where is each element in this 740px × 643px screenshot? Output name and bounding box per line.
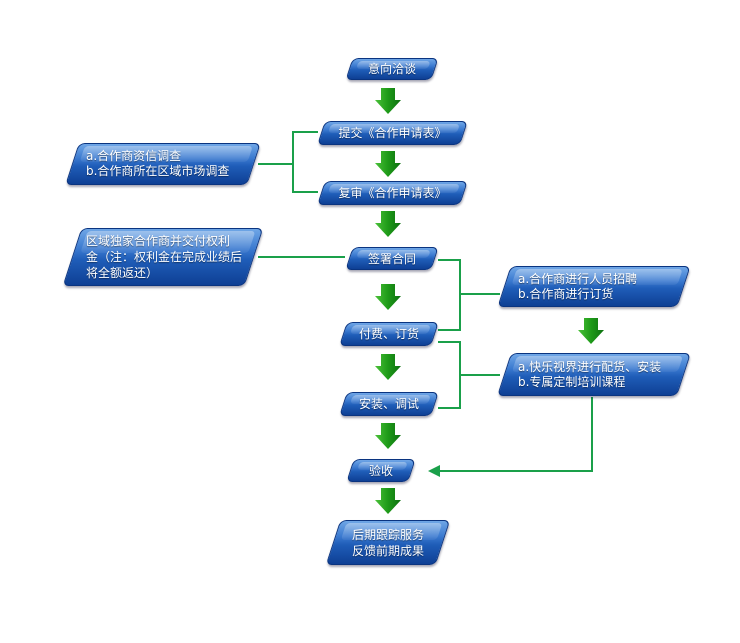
down-arrow	[375, 423, 401, 449]
note-exclusive-fee: 区域独家合作商并交付权利 金（注：权利金在完成业绩后 将全额返还）	[62, 228, 264, 286]
note-company-actions: a.快乐视界进行配货、安装 b.专属定制培训课程	[497, 353, 691, 396]
step-pay-order: 付费、订货	[339, 322, 439, 346]
down-arrow	[375, 88, 401, 114]
step-followup: 后期跟踪服务 反馈前期成果	[325, 520, 451, 565]
step-install-debug: 安装、调试	[339, 392, 439, 416]
step-intent: 意向洽谈	[345, 58, 439, 80]
step-submit-application: 提交《合作申请表》	[317, 121, 468, 145]
down-arrow	[578, 318, 604, 344]
connector-company-actions	[438, 341, 500, 409]
down-arrow	[375, 488, 401, 514]
step-acceptance: 验收	[346, 459, 416, 482]
step-sign-contract: 签署合同	[345, 247, 439, 270]
down-arrow	[375, 211, 401, 237]
connector-feedback	[436, 397, 593, 472]
feedback-arrowhead	[428, 465, 440, 477]
down-arrow	[375, 354, 401, 380]
connector-partner-actions	[438, 259, 500, 331]
connector-investigation	[258, 131, 318, 193]
step-review-application: 复审《合作申请表》	[317, 181, 468, 205]
down-arrow	[375, 151, 401, 177]
down-arrow	[375, 284, 401, 310]
note-partner-actions: a.合作商进行人员招聘 b.合作商进行订货	[497, 266, 691, 307]
note-investigation: a.合作商资信调查 b.合作商所在区域市场调查	[65, 143, 261, 185]
